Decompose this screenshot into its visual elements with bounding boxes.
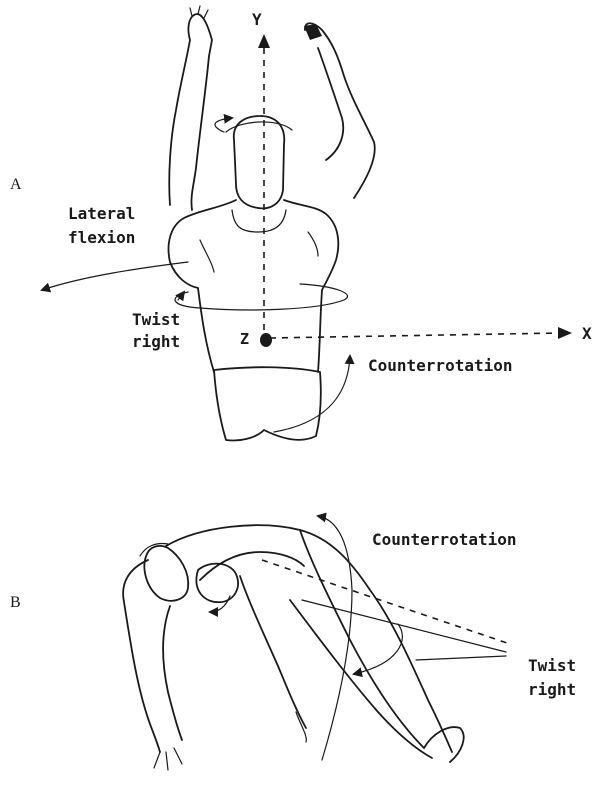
panel-a-label: A	[10, 176, 22, 194]
counterrotation-arc-b	[318, 516, 352, 760]
z-axis-point	[260, 333, 272, 347]
lateral-flexion-arrow	[42, 262, 188, 290]
torso-b-outline	[166, 525, 452, 752]
twist-pointer-2	[416, 656, 506, 660]
legs-b-outline	[290, 530, 464, 762]
hair-b	[140, 544, 168, 557]
panel-b-label: B	[10, 594, 21, 612]
counterrotation-a-label: Counterrotation	[368, 356, 513, 375]
y-axis-arrowhead	[258, 34, 270, 48]
left-arm-b-outline	[123, 560, 182, 752]
left-hand-b	[154, 748, 182, 770]
lateral-flexion-label-line2: flexion	[68, 228, 135, 247]
shoulder-arrow-b	[210, 596, 230, 612]
x-axis-label: X	[582, 324, 592, 343]
reference-line-b	[262, 560, 510, 644]
twist-right-b-line1: Twist	[528, 656, 576, 675]
x-axis-line	[270, 333, 560, 338]
twist-right-a-line2: right	[132, 332, 180, 351]
twist-right-a-line1: Twist	[132, 310, 180, 329]
shoulder-b	[196, 564, 238, 603]
twist-right-arrow	[178, 292, 184, 300]
right-arm-b-outline	[240, 576, 306, 728]
y-axis-label: Y	[252, 10, 262, 29]
lateral-flexion-label-line1: Lateral	[68, 204, 135, 223]
left-arm-outline	[169, 14, 212, 210]
panel-b-figure	[123, 516, 510, 770]
pelvis-outline	[214, 367, 321, 440]
twist-right-b-line2: right	[528, 680, 576, 699]
right-arm-outline	[305, 23, 375, 198]
x-axis-arrowhead	[558, 327, 572, 339]
head-outline	[234, 116, 284, 208]
chest-lines	[200, 232, 318, 272]
z-axis-label: Z	[240, 330, 249, 348]
neckline	[232, 210, 286, 232]
torso-outline	[169, 200, 339, 372]
panel-a-figure	[42, 6, 572, 441]
head-b-outline	[144, 546, 188, 601]
counterrotation-b-label: Counterrotation	[372, 530, 517, 549]
